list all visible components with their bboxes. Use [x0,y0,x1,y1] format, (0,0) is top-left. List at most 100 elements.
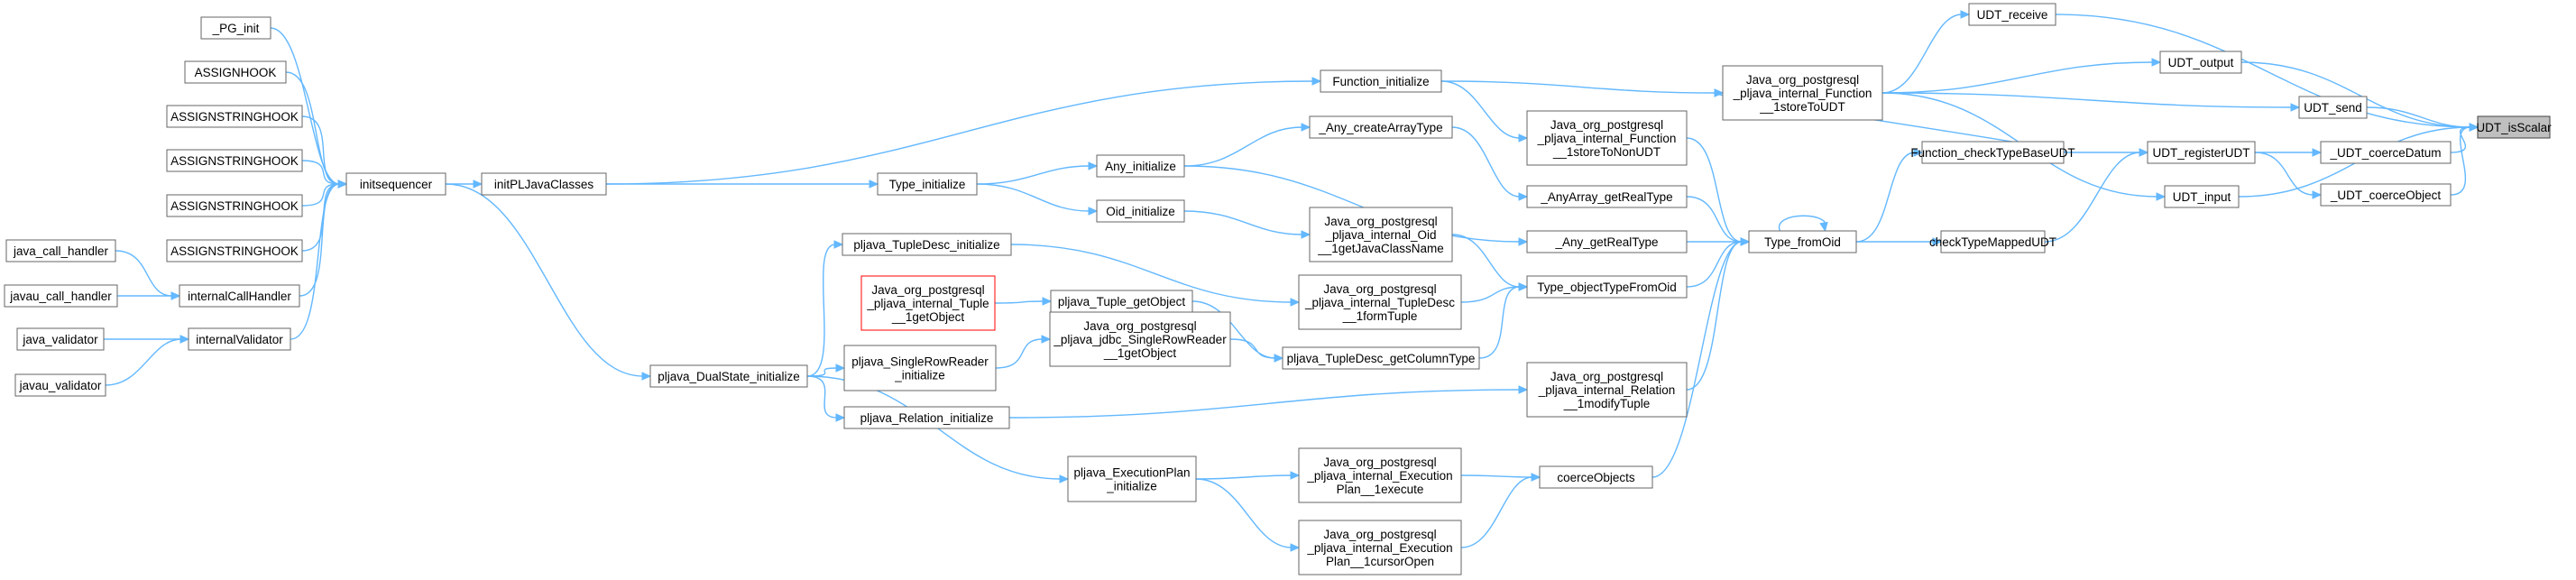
node-label: Oid_initialize [1106,205,1175,218]
node-label: _AnyArray_getRealType [1540,190,1672,204]
arrow-head-icon [1518,133,1529,143]
node-initsequencer[interactable]: initsequencer [345,172,446,196]
edge-line [1855,152,1916,243]
node-assignstringhook-4[interactable]: ASSIGNSTRINGHOOK [166,239,303,262]
node-tuple-getobject[interactable]: Java_org_postgresql_pljava_internal_Tupl… [860,275,996,331]
node-function-checktypebaseudt[interactable]: Function_checkTypeBaseUDT [1910,141,2075,164]
arrow-head-icon [1518,385,1529,394]
node-singlerowreader-getobject[interactable]: Java_org_postgresql_pljava_jdbc_SingleRo… [1049,311,1231,367]
node-internalvalidator[interactable]: internalValidator [188,327,291,351]
node-pljava-dualstate-initialize[interactable]: pljava_DualState_initialize [649,364,808,388]
node-udt-input[interactable]: UDT_input [2164,185,2240,208]
node-udt-registerudt[interactable]: UDT_registerUDT [2147,141,2256,164]
node-label: pljava_Tuple_getObject [1058,295,1186,308]
node-pljava-relation-initialize[interactable]: pljava_Relation_initialize [843,406,1010,429]
node-udt-receive[interactable]: UDT_receive [1968,3,2056,26]
edge-coerceobjects-to-type-fromoid [1651,237,1751,478]
node-java-call-handler[interactable]: java_call_handler [5,239,116,262]
node-udt-output[interactable]: UDT_output [2159,51,2242,74]
edge-internalvalidator-to-initsequencer [290,180,348,340]
arrow-head-icon [179,335,190,344]
node-assignstringhook-2[interactable]: ASSIGNSTRINGHOOK [166,149,303,172]
node-label: pljava_TupleDesc_getColumnType [1287,352,1476,365]
arrow-head-icon [1960,10,1971,19]
node-label: pljava_ExecutionPlan [1073,466,1190,480]
node-box [2159,51,2242,74]
arrow-head-icon [1290,298,1301,307]
node-pljava-tuple-getobject[interactable]: pljava_Tuple_getObject [1050,290,1193,313]
node-box [1526,110,1688,166]
node-pljava-tupledesc-getcolumntype[interactable]: pljava_TupleDesc_getColumnType [1282,346,1480,370]
node-modifytuple[interactable]: Java_org_postgresql_pljava_internal_Rela… [1526,362,1688,418]
edge-function-initialize-to-storetoudt [1440,80,1725,97]
node-oid-initialize[interactable]: Oid_initialize [1096,199,1185,223]
node-any-initialize[interactable]: Any_initialize [1096,154,1185,178]
edge-pljava-singlerowreader-initialize-to-singlerowreader-getobject [995,335,1052,369]
node-layer: UDT_isScalar UDT_receiveUDT_outputUDT_sen… [4,3,2552,575]
node-getjavaclassname[interactable]: Java_org_postgresql_pljava_internal_Oid_… [1309,207,1453,262]
node-any-getrealtype[interactable]: _Any_getRealType [1526,230,1688,253]
arrow-head-icon [2290,103,2301,112]
node-udt-isscalar[interactable]: UDT_isScalar [2476,115,2552,139]
node-udt-coerceobject[interactable]: _UDT_coerceObject [2320,183,2452,207]
node-label: ASSIGNHOOK [195,66,277,79]
node-box [1298,447,1462,503]
node-javau-call-handler[interactable]: javau_call_handler [4,284,118,308]
edge-checktypemappedudt-to-udt-registerudt [2044,148,2149,243]
edge-getjavaclassname-to-type-objecttypefromoid [1451,234,1529,291]
node-label: __1getJavaClassName [1317,242,1444,255]
node-type-fromoid[interactable]: Type_fromOid [1748,230,1857,253]
node-pg-init[interactable]: _PG_init [200,16,271,40]
node-checktypemappedudt[interactable]: checkTypeMappedUDT [1929,230,2056,253]
node-execute[interactable]: Java_org_postgresql_pljava_internal_Exec… [1298,447,1462,503]
node-function-initialize[interactable]: Function_initialize [1320,69,1442,93]
node-box [481,172,607,196]
node-assignstringhook-3[interactable]: ASSIGNSTRINGHOOK [166,194,303,217]
node-box [2147,141,2256,164]
edge-function-initialize-to-storetononudt [1440,80,1529,143]
arrow-head-icon [1290,543,1301,552]
edge-type-initialize-to-oid-initialize [976,183,1099,216]
arrow-head-icon [1088,161,1099,170]
node-label: UDT_input [2173,190,2231,204]
node-label: Type_initialize [889,178,966,191]
edge-storetoudt-to-udt-receive [1881,10,1971,94]
node-label: Type_objectTypeFromOid [1537,281,1677,294]
node-formtuple[interactable]: Java_org_postgresql_pljava_internal_Tupl… [1298,274,1462,330]
arrow-head-icon [2156,192,2167,201]
node-box [1748,230,1857,253]
edge-line [1686,241,1743,391]
node-label: Java_org_postgresql [1323,456,1436,469]
edge-line [2450,126,2471,153]
node-udt-send[interactable]: UDT_send [2298,96,2368,119]
node-any-createarraytype[interactable]: _Any_createArrayType [1309,115,1453,139]
node-storetoudt[interactable]: Java_org_postgresql_pljava_internal_Func… [1722,65,1883,121]
node-label: java_call_handler [13,244,109,258]
node-cursoropen[interactable]: Java_org_postgresql_pljava_internal_Exec… [1298,520,1462,575]
node-storetononudt[interactable]: Java_org_postgresql_pljava_internal_Func… [1526,110,1688,166]
edge-pljava-dualstate-initialize-to-pljava-relation-initialize [806,375,846,422]
node-pljava-tupledesc-initialize[interactable]: pljava_TupleDesc_initialize [842,233,1012,256]
node-java-validator[interactable]: java_validator [16,327,105,351]
node-box [1320,69,1442,93]
edge-udt-registerudt-to-udt-coercedatum [2255,148,2323,157]
node-pljava-singlerowreader-initialize[interactable]: pljava_SingleRowReader_initialize [843,345,997,391]
node-udt-coercedatum[interactable]: _UDT_coerceDatum [2320,141,2452,164]
node-pljava-executionplan-initialize[interactable]: pljava_ExecutionPlan_initialize [1067,456,1197,502]
edge-initpljavaclasses-to-function-initialize [605,77,1322,185]
node-assignhook[interactable]: ASSIGNHOOK [184,60,287,84]
node-internalcallhandler[interactable]: internalCallHandler [179,284,300,308]
arrow-head-icon [1714,88,1725,97]
node-initpljavaclasses[interactable]: initPLJavaClasses [481,172,607,196]
node-label: Java_org_postgresql [871,283,984,297]
arrow-head-icon [1041,335,1052,344]
node-javau-validator[interactable]: javau_validator [14,373,106,397]
edge-line [1183,210,1303,235]
edge-line [2366,106,2471,128]
node-coerceobjects[interactable]: coerceObjects [1539,465,1653,489]
node-type-initialize[interactable]: Type_initialize [877,172,978,196]
node-type-objecttypefromoid[interactable]: Type_objectTypeFromOid [1526,275,1688,299]
node-assignstringhook-1[interactable]: ASSIGNSTRINGHOOK [166,105,303,128]
node-anyarray-getrealtype[interactable]: _AnyArray_getRealType [1526,185,1688,208]
node-box [4,284,118,308]
